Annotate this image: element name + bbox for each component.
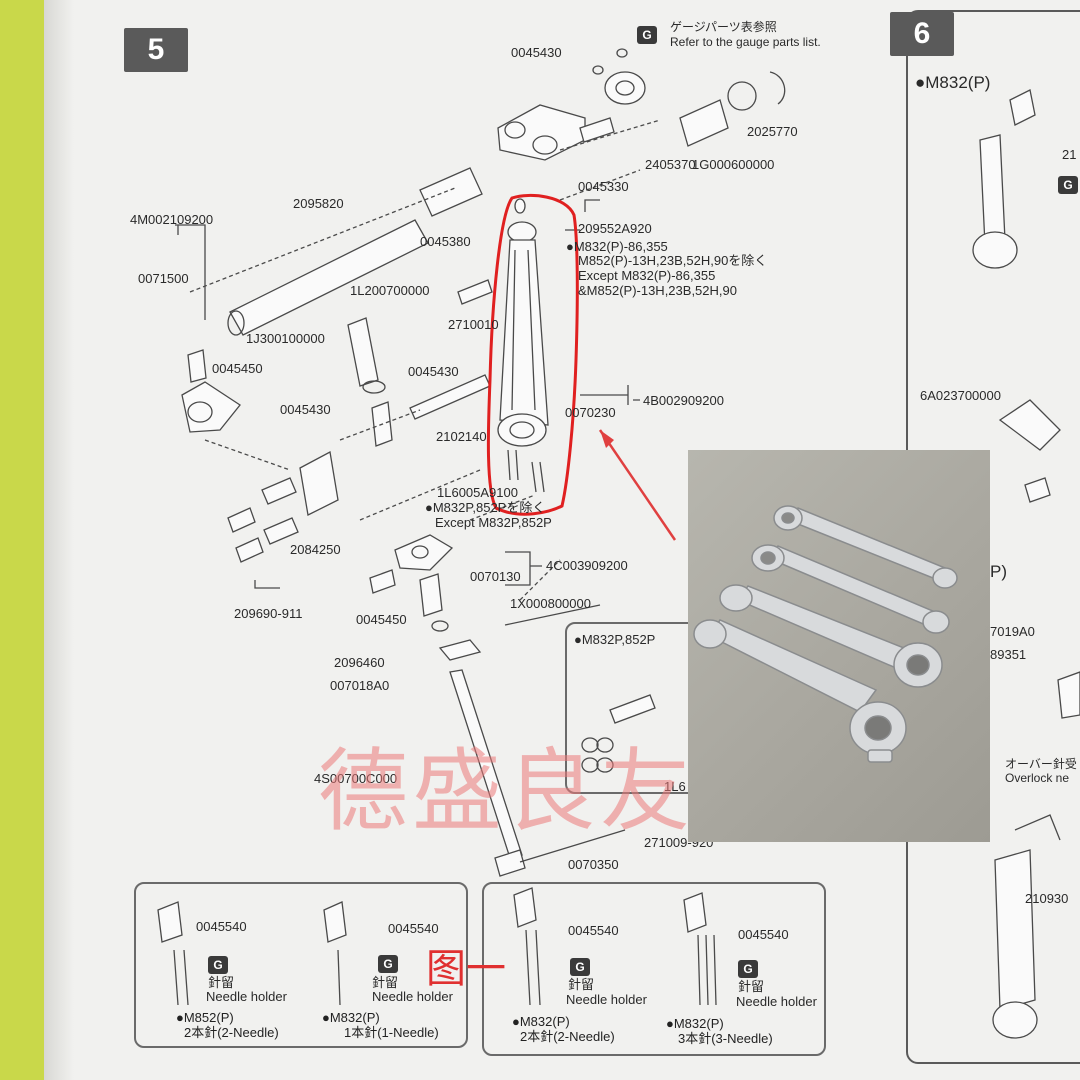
gauge-g-icon: G: [637, 26, 657, 44]
needle-holder-jp: 針留: [738, 979, 765, 994]
needle-holder-needles: 3本針(3-Needle): [678, 1031, 773, 1046]
part-label: 0070130: [470, 569, 521, 584]
inset-part-label: 1L6: [664, 779, 686, 794]
part-label: 0071500: [138, 271, 189, 286]
part-label: 0070350: [568, 857, 619, 872]
part-label: 2405370: [645, 157, 696, 172]
exception-note: M852(P)-13H,23B,52H,90を除く: [578, 253, 768, 268]
part-label: 2095820: [293, 196, 344, 211]
part-label: 0045450: [356, 612, 407, 627]
section6-g-icon: G: [1058, 176, 1078, 194]
exception-note: ●M832(P)-86,355: [566, 239, 668, 254]
exception-note: ●M832P,852Pを除く: [425, 500, 546, 515]
part-label: 2096460: [334, 655, 385, 670]
section6-part-7019: 7019A0: [990, 624, 1035, 639]
needle-holder-en: Needle holder: [372, 989, 453, 1004]
needle-holder-needles: 2本針(2-Needle): [520, 1029, 615, 1044]
needle-holder-en: Needle holder: [736, 994, 817, 1009]
section6-part-6a: 6A023700000: [920, 388, 1001, 403]
needle-holder-jp: 針留: [208, 975, 235, 990]
needle-holder-model: ●M852(P): [176, 1010, 234, 1025]
section-number-6: 6: [890, 12, 954, 56]
section6-overlock-jp: オーバー針受: [1005, 757, 1077, 771]
needle-holder-code: 0045540: [388, 921, 439, 936]
part-label: 2102140: [436, 429, 487, 444]
needle-holder-model: ●M832(P): [666, 1016, 724, 1031]
part-label: 1J300100000: [246, 331, 325, 346]
part-label: 0045430: [511, 45, 562, 60]
needle-holder-g-icon: G: [208, 956, 228, 974]
needle-holder-model: ●M832(P): [512, 1014, 570, 1029]
inset-model-label: ●M832P,852P: [574, 632, 656, 647]
needle-holder-needles: 1本針(1-Needle): [344, 1025, 439, 1040]
part-label: 2710010: [448, 317, 499, 332]
exception-note: Except M832P,852P: [435, 515, 552, 530]
part-label: 1G000600000: [692, 157, 775, 172]
section6-part-210930: 210930: [1025, 891, 1069, 906]
part-label: 0045430: [280, 402, 331, 417]
section6-frag-21: 21: [1062, 147, 1077, 162]
part-label: 0070230: [565, 405, 616, 420]
part-label: 209552A920: [578, 221, 652, 236]
needle-holder-code: 0045540: [738, 927, 789, 942]
needle-holder-en: Needle holder: [566, 992, 647, 1007]
exception-note: &M852(P)-13H,23B,52H,90: [578, 283, 737, 298]
section-number-5: 5: [124, 28, 188, 72]
part-label: 4C003909200: [546, 558, 628, 573]
part-label: 1L6005A9100: [437, 485, 518, 500]
section6-overlock-en: Overlock ne: [1005, 771, 1070, 785]
part-label: 209690-911: [234, 606, 303, 621]
part-label: 0045430: [408, 364, 459, 379]
figure-one-callout: 图一: [426, 946, 506, 992]
part-label: 2084250: [290, 542, 341, 557]
part-label: 1X000800000: [510, 596, 591, 611]
section6-part-89351: 89351: [990, 647, 1027, 662]
part-label: 007018A0: [330, 678, 390, 693]
part-label: 0045380: [420, 234, 471, 249]
part-label: 0045330: [578, 179, 629, 194]
part-label: 4B002909200: [643, 393, 724, 408]
needle-holder-g-icon: G: [738, 960, 758, 978]
part-label: 4S00700C000: [314, 771, 398, 786]
needle-holder-g-icon: G: [378, 955, 398, 973]
exception-note: Except M832(P)-86,355: [578, 268, 716, 283]
section6-frag-p: P): [990, 562, 1007, 581]
needle-holder-model: ●M832(P): [322, 1010, 380, 1025]
watermark-text: 德盛良友: [318, 739, 694, 844]
section6-model: ●M832(P): [915, 73, 991, 92]
needle-holder-needles: 2本針(2-Needle): [184, 1025, 279, 1040]
needle-holder-panel-right: [482, 882, 826, 1056]
needle-holder-panel-left: [134, 882, 468, 1048]
needle-holder-g-icon: G: [570, 958, 590, 976]
page-fold-shadow: [44, 0, 74, 1080]
needle-holder-en: Needle holder: [206, 989, 287, 1004]
part-label: 1L200700000: [350, 283, 430, 298]
needle-holder-code: 0045540: [196, 919, 247, 934]
gauge-note-jp: ゲージパーツ表参照: [670, 20, 777, 34]
needle-holder-code: 0045540: [568, 923, 619, 938]
needle-holder-jp: 針留: [568, 977, 595, 992]
gauge-note-en: Refer to the gauge parts list.: [670, 35, 821, 49]
part-label: 2025770: [747, 124, 798, 139]
part-label: 0045450: [212, 361, 263, 376]
connecting-rods-photo: [688, 450, 990, 842]
needle-holder-jp: 針留: [372, 975, 399, 990]
part-label: 4M002109200: [130, 212, 214, 227]
